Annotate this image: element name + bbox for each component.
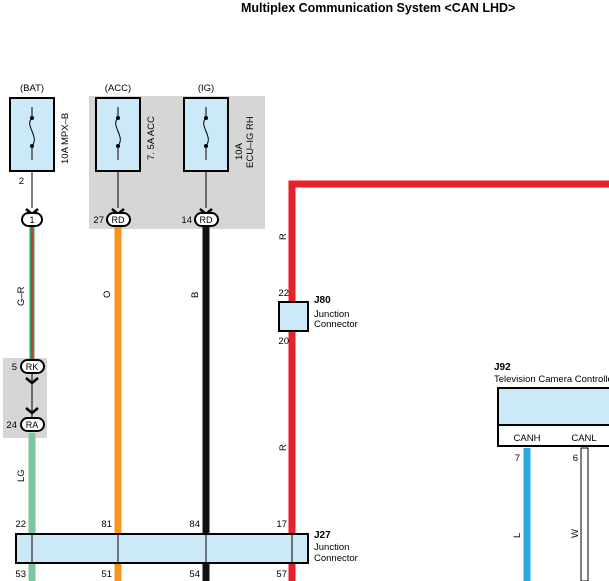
j80-connector-box (278, 301, 309, 332)
j92-desc: Television Camera Controller (494, 374, 609, 385)
connector-24-pin: 24 (6, 420, 17, 431)
j92-pin-canh: 7 (515, 453, 520, 464)
j27-pin-bottom-1: 53 (15, 569, 26, 580)
fuse-name-acc: 7. 5A ACC (146, 116, 157, 160)
connector-5-pin: 5 (12, 362, 17, 373)
j27-pin-bottom-2: 51 (101, 569, 112, 580)
wire-label-r-mid: R (278, 444, 289, 451)
connector-14-rd (194, 208, 219, 227)
wire-red-top (288, 180, 609, 302)
j92-canl-label: CANL (571, 433, 596, 444)
wire-label-o: O (102, 291, 113, 298)
connector-24-ra (20, 407, 45, 432)
pin-mpx-b: 2 (19, 176, 24, 187)
j27-desc-line1: Junction (314, 542, 349, 553)
connector-27-rd (106, 208, 131, 227)
j80-pin-bottom: 20 (278, 336, 289, 347)
fuse-name-mpx-b: 10A MPX–B (60, 113, 71, 164)
connector-14-pin: 14 (181, 215, 192, 226)
j27-pin-top-2: 81 (101, 519, 112, 530)
connector-5-rk (20, 359, 45, 385)
connector-1-pin: 1 (29, 215, 34, 225)
wire-label-r-top: R (278, 233, 289, 240)
fuse-name-ig-line2: ECU–IG RH (245, 116, 256, 168)
j80-id: J80 (314, 295, 331, 306)
j27-pin-top-3: 84 (189, 519, 200, 530)
j80-desc-line1: Junction (314, 309, 349, 320)
fuse-ecu-ig-rh (183, 97, 229, 172)
wire-canl-white (580, 447, 589, 581)
page-title: Multiplex Communication System <CAN LHD> (241, 1, 516, 15)
connector-1 (21, 208, 43, 227)
j27-desc-line2: Connector (314, 553, 358, 564)
wire-label-lg: LG (16, 469, 27, 482)
j92-canh-label: CANH (514, 433, 541, 444)
connector-27-pin: 27 (93, 215, 104, 226)
fuse-mpx-b (9, 97, 55, 172)
j80-desc-line2: Connector (314, 319, 358, 330)
j80-pin-top: 22 (278, 288, 289, 299)
j92-id: J92 (494, 362, 511, 373)
j92-terminal-area (497, 424, 609, 447)
j27-pin-bottom-3: 54 (189, 569, 200, 580)
j27-connector-bar (15, 533, 309, 564)
j27-pin-top-4: 17 (276, 519, 287, 530)
fuse-source-acc: (ACC) (105, 83, 131, 94)
j27-pin-top-1: 22 (15, 519, 26, 530)
wire-label-b: B (190, 292, 201, 298)
fuse-acc (95, 97, 141, 172)
connector-24-label: RA (26, 420, 39, 430)
wire-label-w: W (570, 529, 581, 538)
fuse-source-bat: (BAT) (20, 83, 44, 94)
wire-label-l: L (512, 533, 523, 538)
fuse-source-ig: (IG) (198, 83, 214, 94)
connector-14-label: RD (200, 215, 213, 225)
j92-pin-canl: 6 (573, 453, 578, 464)
fuse-name-ig-line1: 10A (234, 142, 245, 160)
j27-pin-bottom-4: 57 (276, 569, 287, 580)
j27-id: J27 (314, 530, 331, 541)
connector-5-label: RK (26, 362, 39, 372)
connector-27-label: RD (112, 215, 125, 225)
wire-label-g-r: G–R (16, 286, 27, 306)
